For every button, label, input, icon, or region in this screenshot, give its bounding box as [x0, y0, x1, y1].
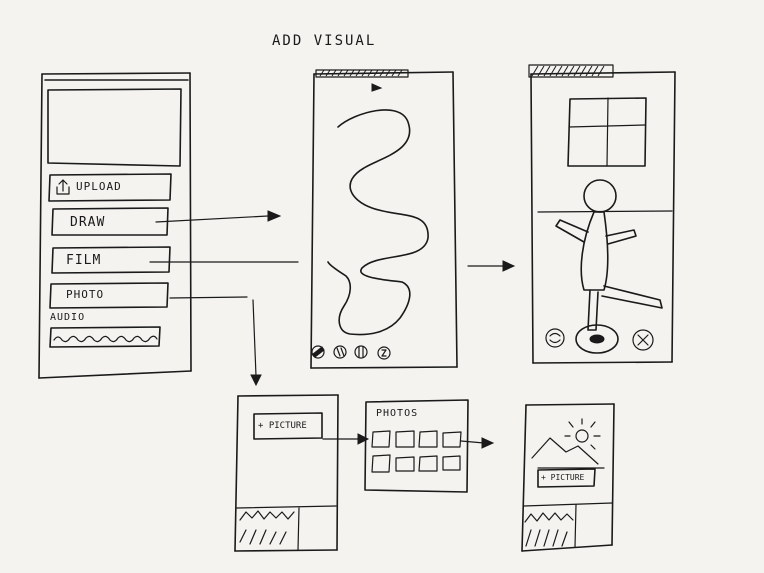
photo-thumb-4: [442, 431, 462, 448]
upload-button[interactable]: UPLOAD: [76, 180, 122, 193]
photo-thumb-1: [371, 430, 391, 448]
photos-heading: PHOTOS: [376, 408, 419, 419]
record-button: [575, 324, 619, 354]
photos-grid-screen: [364, 399, 469, 493]
window-sketch: [567, 97, 647, 167]
film-button[interactable]: FILM: [66, 253, 102, 268]
photo-thumb-8: [442, 455, 461, 471]
brush-tool-icon: [311, 345, 325, 359]
arrow-draw-to-film: [467, 260, 516, 272]
sun-icon: [575, 429, 589, 443]
add-picture-button[interactable]: + PICTURE: [258, 421, 307, 431]
preview-box: [47, 88, 182, 167]
film-button-frame: [51, 246, 171, 274]
audio-label: AUDIO: [50, 312, 86, 323]
upload-icon: [56, 179, 70, 195]
mountain-sketch: [531, 437, 599, 465]
close-icon: [632, 329, 654, 351]
photo-thumb-7: [418, 455, 438, 472]
draw-button[interactable]: DRAW: [70, 215, 106, 230]
flip-camera-icon: [545, 328, 565, 348]
play-marker-icon: [371, 83, 383, 92]
photo-thumb-6: [395, 456, 415, 472]
photo-button[interactable]: PHOTO: [66, 288, 105, 301]
audio-box: [49, 326, 161, 348]
photo-add-screen: [234, 394, 339, 552]
arrow-grid-to-result: [460, 437, 495, 449]
result-picture-button-frame: [537, 468, 596, 488]
color-tool-icon: [377, 346, 391, 360]
menu-screen: [38, 72, 192, 379]
photo-button-frame: [49, 282, 169, 309]
page-title: ADD VISUAL: [272, 33, 377, 49]
person-body: [580, 211, 609, 291]
person-arm-left: [555, 219, 589, 243]
arrow-draw-to-canvas: [155, 210, 282, 223]
eraser-tool-icon: [354, 345, 368, 359]
audio-waveform: [53, 335, 158, 343]
draw-button-frame: [51, 207, 169, 236]
person-arm-right: [605, 229, 637, 245]
result-picture-button[interactable]: + PICTURE: [541, 473, 585, 482]
person-leg: [587, 289, 599, 331]
photo-thumb-5: [371, 454, 391, 473]
person-head: [583, 179, 617, 213]
arrow-photo-to-upload: [169, 296, 262, 387]
pen-tool-icon: [333, 345, 347, 359]
thumbnail-strip: [239, 510, 295, 521]
add-picture-button-frame: [253, 412, 323, 440]
upload-button-frame: [48, 173, 172, 202]
film-screen: [528, 64, 676, 364]
photo-thumb-2: [395, 430, 415, 448]
draw-screen: [310, 69, 458, 369]
photo-result-screen: [521, 403, 615, 552]
arrow-add-to-grid: [322, 433, 370, 445]
drawing-stroke: [327, 109, 429, 336]
photo-thumb-3: [418, 430, 438, 448]
